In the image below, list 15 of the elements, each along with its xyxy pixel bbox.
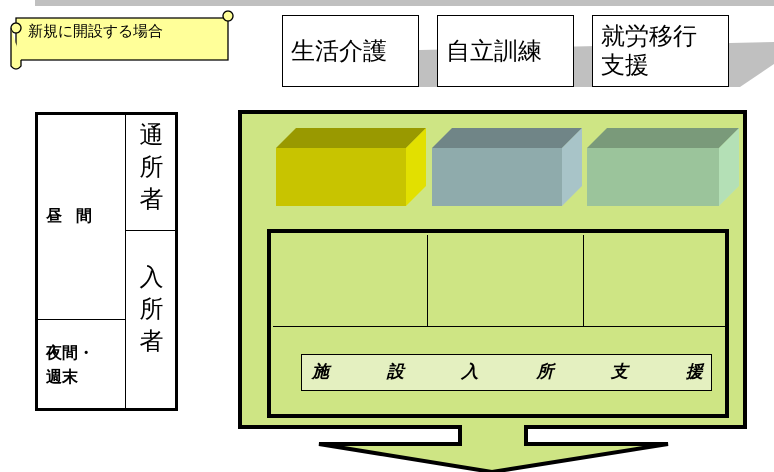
cuboid (432, 128, 582, 206)
arrow-panel (238, 110, 748, 472)
support-label: 施設入所支援 (301, 354, 712, 391)
service-box: 自立訓練 (437, 15, 574, 87)
service-box: 就労移行支援 (592, 15, 729, 87)
table-cell: 入所者 (125, 231, 177, 410)
grid-frame (267, 229, 729, 418)
table-cell: 昼間 (36, 113, 125, 320)
cuboid (276, 128, 426, 206)
service-box: 生活介護 (282, 15, 419, 87)
table-cell-text: 夜間・週末 (44, 342, 95, 388)
cuboid (587, 128, 739, 206)
grid-cell (428, 235, 584, 327)
table-cell: 通所者 (125, 113, 177, 231)
grid-cell (273, 235, 428, 327)
